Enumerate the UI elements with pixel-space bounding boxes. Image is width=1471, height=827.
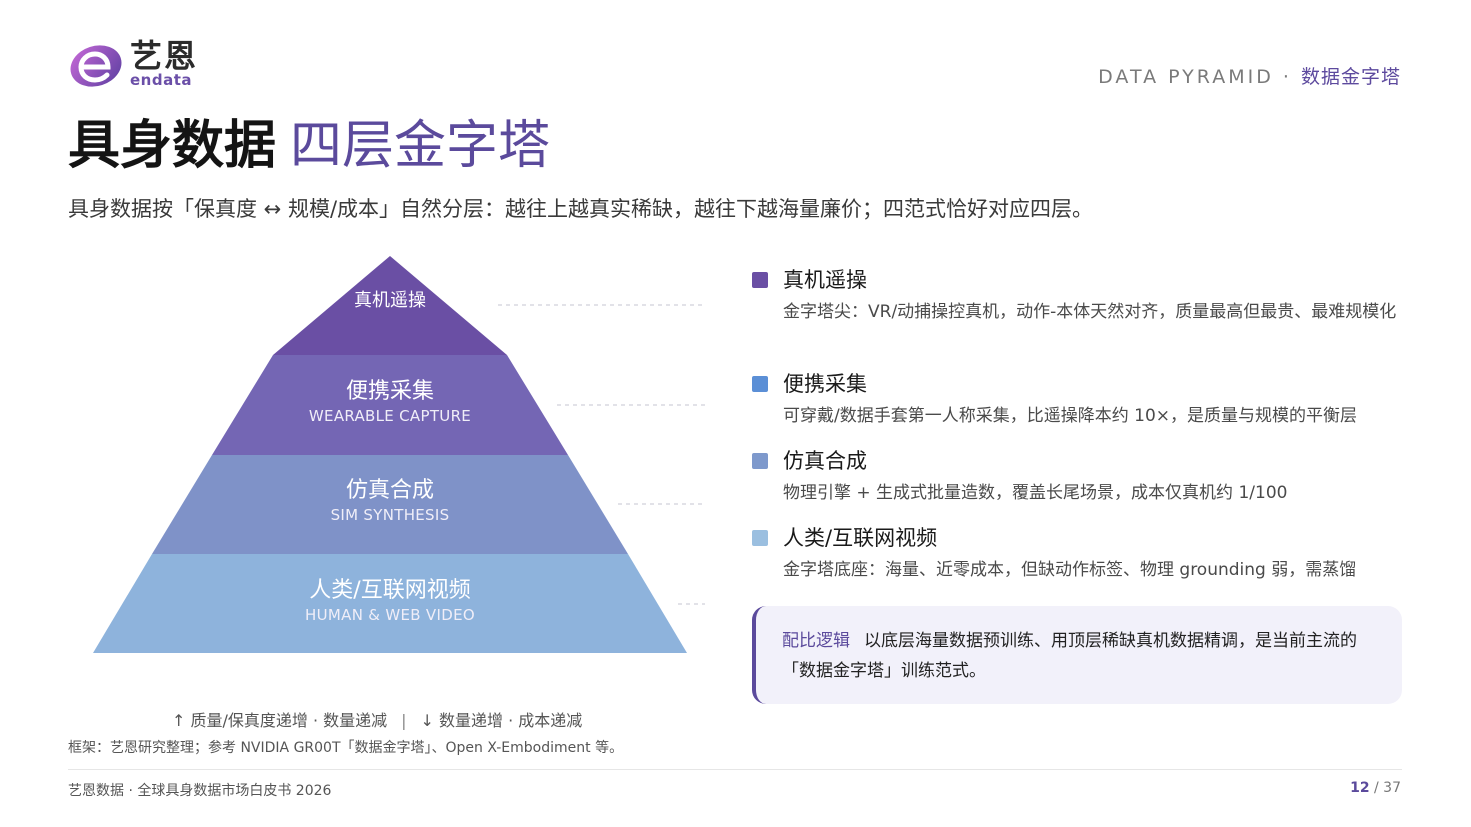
pyramid-label-4-en: HUMAN & WEB VIDEO bbox=[305, 606, 475, 624]
callout-box: 配比逻辑以底层海量数据预训练、用顶层稀缺真机数据精调，是当前主流的「数据金字塔」… bbox=[752, 606, 1402, 704]
legend-desc: 金字塔底座：海量、近零成本，但缺动作标签、物理 grounding 弱，需蒸馏 bbox=[783, 560, 1357, 580]
brand-name-en: endata bbox=[130, 71, 193, 89]
endata-logo-icon bbox=[70, 45, 122, 87]
callout-tag: 配比逻辑 bbox=[782, 631, 850, 651]
page-total: / 37 bbox=[1374, 780, 1401, 796]
legend-desc: 金字塔尖：VR/动捕操控真机，动作-本体天然对齐，质量最高但最贵、最难规模化 bbox=[783, 302, 1397, 322]
legend-title: 真机遥操 bbox=[783, 268, 867, 292]
section-header-dot: · bbox=[1282, 66, 1292, 88]
legend-title: 仿真合成 bbox=[783, 449, 867, 473]
legend-title: 便携采集 bbox=[783, 372, 867, 396]
footer-publication: 艺恩数据 · 全球具身数据市场白皮书 2026 bbox=[68, 783, 332, 799]
legend-title: 人类/互联网视频 bbox=[783, 526, 938, 550]
pyramid-label-4: 人类/互联网视频 HUMAN & WEB VIDEO bbox=[305, 577, 475, 625]
page-title: 具身数据四层金字塔 bbox=[68, 114, 550, 178]
brand-name-cn: 艺恩 bbox=[130, 37, 199, 75]
callout-text: 以底层海量数据预训练、用顶层稀缺真机数据精调，是当前主流的「数据金字塔」训练范式… bbox=[782, 631, 1357, 681]
direction-note: ↑ 质量/保真度递增 · 数量递减 | ↓ 数量递增 · 成本递减 bbox=[172, 707, 582, 731]
brand-logo: 艺恩 endata bbox=[68, 38, 218, 90]
pyramid-label-1-cn: 真机遥操 bbox=[354, 290, 426, 311]
pyramid-label-1: 真机遥操 bbox=[354, 287, 426, 315]
legend-swatch bbox=[752, 453, 768, 469]
legend-desc: 物理引擎 + 生成式批量造数，覆盖长尾场景，成本仅真机约 1/100 bbox=[783, 483, 1288, 503]
direction-note-up: ↑ 质量/保真度递增 · 数量递减 bbox=[172, 711, 388, 730]
direction-note-sep: | bbox=[401, 711, 407, 730]
section-header-en: DATA PYRAMID bbox=[1098, 66, 1274, 88]
page-subtitle: 具身数据按「保真度 ↔ 规模/成本」自然分层：越往上越真实稀缺，越往下越海量廉价… bbox=[68, 197, 1094, 221]
page-title-part2: 四层金字塔 bbox=[290, 116, 551, 176]
pyramid-label-2: 便携采集 WEARABLE CAPTURE bbox=[309, 378, 471, 426]
page-current: 12 bbox=[1350, 780, 1370, 796]
legend-desc: 可穿戴/数据手套第一人称采集，比遥操降本约 10×，是质量与规模的平衡层 bbox=[783, 406, 1358, 426]
pyramid-label-2-en: WEARABLE CAPTURE bbox=[308, 407, 472, 425]
pyramid-label-3-en: SIM SYNTHESIS bbox=[330, 506, 450, 524]
pyramid-label-4-cn: 人类/互联网视频 bbox=[309, 578, 471, 603]
legend-swatch bbox=[752, 376, 768, 392]
page-number: 12 / 37 bbox=[1350, 780, 1401, 796]
pyramid-label-3-cn: 仿真合成 bbox=[345, 478, 435, 503]
source-note: 框架：艺恩研究整理；参考 NVIDIA GR00T「数据金字塔」、Open X-… bbox=[68, 740, 624, 756]
legend-swatch bbox=[752, 530, 768, 546]
footer-divider bbox=[68, 769, 1402, 770]
pyramid-label-3: 仿真合成 SIM SYNTHESIS bbox=[331, 477, 450, 525]
legend-swatch bbox=[752, 272, 768, 288]
section-header: DATA PYRAMID · 数据金字塔 bbox=[1098, 62, 1401, 89]
pyramid-label-2-cn: 便携采集 bbox=[345, 379, 435, 404]
page-title-part1: 具身数据 bbox=[68, 116, 277, 176]
direction-note-down: ↓ 数量递增 · 成本递减 bbox=[420, 711, 583, 730]
section-header-cn: 数据金字塔 bbox=[1300, 66, 1401, 88]
